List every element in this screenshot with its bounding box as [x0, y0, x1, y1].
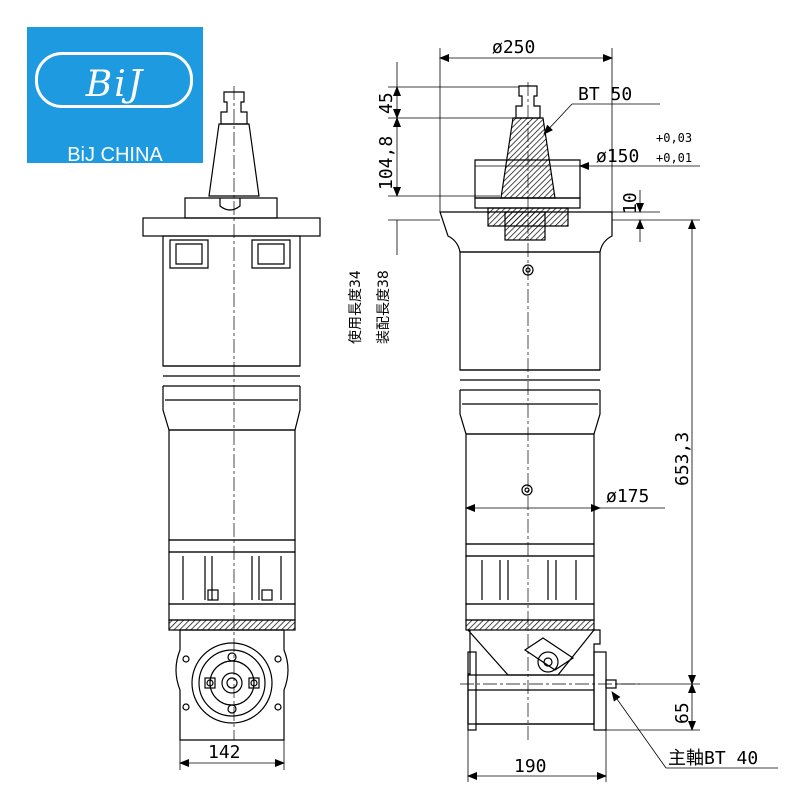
- dim-taper: BT 50: [578, 84, 632, 105]
- dim-overall-length: 653,3: [672, 432, 693, 486]
- dim-output-spindle: 主軸BT 40: [668, 748, 758, 769]
- dim-spindle-height: 65: [672, 702, 693, 724]
- side-view: [439, 82, 640, 740]
- dim-body-diameter: ø175: [606, 486, 649, 507]
- dim-head-width-front: 142: [208, 742, 241, 763]
- logo-brand-text: BiJ CHINA: [67, 144, 163, 166]
- logo-oval: [35, 52, 193, 108]
- dim-flange-thickness: 10: [620, 192, 641, 214]
- dim-flange-diameter: ø250: [492, 37, 535, 58]
- dimension-labels: ø250 BT 50 45 104,8 ø150 +0,03 +0,01 10 …: [208, 37, 758, 777]
- dim-pullstud-height: 45: [376, 92, 397, 114]
- front-taper: [208, 123, 260, 197]
- front-flange: [142, 217, 321, 237]
- front-pocket-left: [169, 239, 209, 269]
- front-view: [142, 86, 321, 770]
- logo-mark: BiJ: [85, 64, 145, 105]
- dim-pilot-tol-lower: +0,01: [656, 151, 692, 165]
- front-pocket-right: [251, 239, 291, 269]
- note-usable-length: 使用長度34: [347, 270, 364, 344]
- dim-head-width-side: 190: [514, 756, 547, 777]
- dimension-lines: [388, 48, 778, 782]
- bij-logo: BiJ BiJ CHINA: [27, 27, 203, 166]
- dim-pilot-diameter: ø150: [596, 146, 639, 167]
- note-fitting-length: 装配長度38: [376, 270, 392, 344]
- dim-pilot-tol-upper: +0,03: [656, 131, 692, 145]
- dim-taper-height: 104,8: [376, 136, 397, 190]
